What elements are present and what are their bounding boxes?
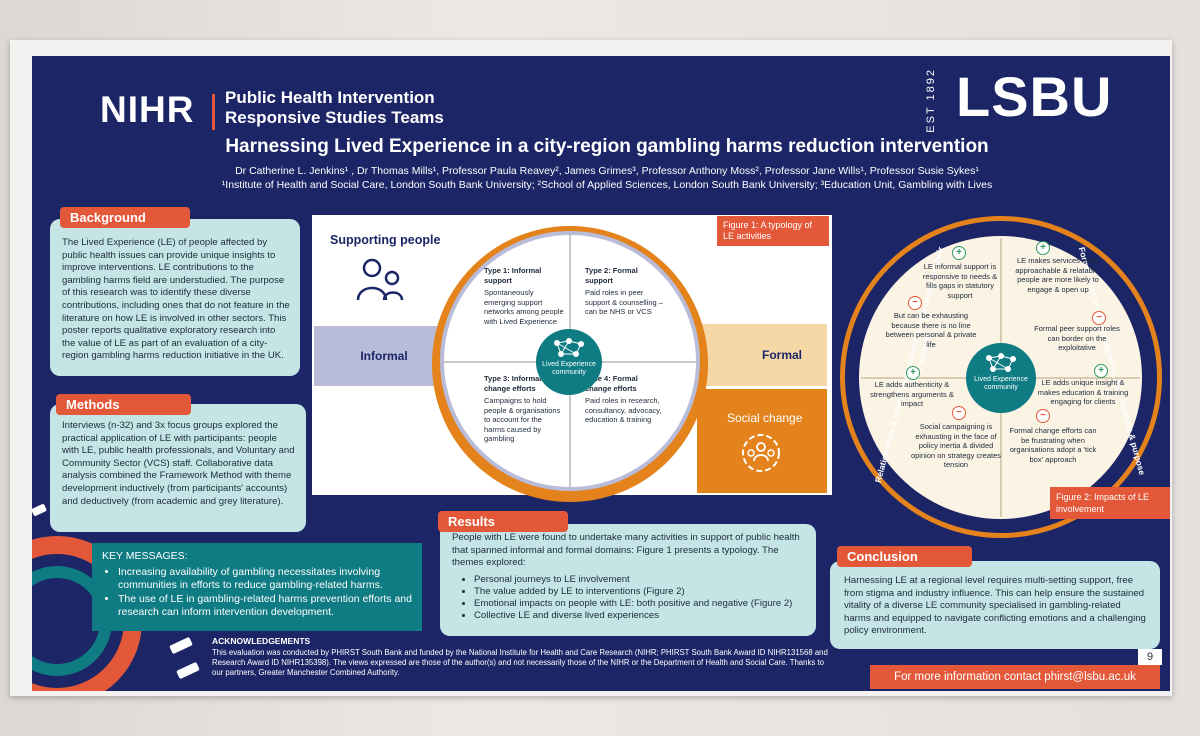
figure1-type3: Type 3: Informal change efforts Campaign… [484,374,564,444]
minus-icon: − [908,296,922,310]
minus-icon: − [1036,409,1050,423]
results-item: The value added by LE to interventions (… [474,586,806,598]
type3-body: Campaigns to hold people & organisations… [484,396,561,443]
results-list: Personal journeys to LE involvement The … [452,574,806,623]
minus-icon: − [952,406,966,420]
poster: NIHR Public Health Intervention Responsi… [32,56,1170,691]
figure2-hub: Lived Experience community [966,343,1036,413]
background-body: The Lived Experience (LE) of people affe… [62,237,290,362]
figure2-tl-plus: LE informal support is responsive to nee… [922,262,998,300]
key-messages: KEY MESSAGES: Increasing availability of… [92,543,422,631]
figure1-social-change: Social change [727,411,803,425]
group-icon [742,434,780,472]
results-item: Emotional impacts on people with LE: bot… [474,598,806,610]
figure1-informal: Informal [314,326,454,386]
figure2-bl-minus: Social campaigning is exhausting in the … [910,422,1002,469]
type4-title: Type 4: Formal change efforts [585,374,638,393]
figure2-hub-label: Lived Experience community [974,376,1028,391]
key-messages-heading: KEY MESSAGES: [102,550,188,562]
nihr-subtitle: Public Health Intervention Responsive St… [225,88,444,128]
conclusion-heading: Conclusion [837,546,972,567]
decorative-stripe [32,503,48,517]
decorative-stripe [176,661,200,680]
figure1-formal: Formal [697,324,827,386]
figure2-caption: Figure 2: Impacts of LE involvement [1050,487,1170,519]
nihr-subtitle-line1: Public Health Intervention [225,88,435,107]
methods-heading: Methods [56,394,191,415]
methods-body: Interviews (n-32) and 3x focus groups ex… [62,420,295,507]
results-intro: People with LE were found to undertake m… [452,532,800,569]
results-item: Collective LE and diverse lived experien… [474,610,806,622]
methods-card: Interviews (n-32) and 3x focus groups ex… [50,404,306,532]
figure1-type1: Type 1: Informal support Spontaneously e… [484,266,564,326]
type4-body: Paid roles in research, consultancy, adv… [585,396,662,424]
plus-icon: + [1094,364,1108,378]
affiliations-line: ¹Institute of Health and Social Care, Lo… [221,179,993,191]
authors-line: Dr Catherine L. Jenkins¹ , Dr Thomas Mil… [235,165,979,177]
page-number: 9 [1138,649,1162,665]
lsbu-logo: LSBU [956,65,1113,128]
figure1-hub: Lived Experience community [536,329,602,395]
plus-icon: + [1036,241,1050,255]
background-heading: Background [60,207,190,228]
figure2-tl-minus: But can be exhausting because there is n… [885,311,977,349]
figure2-bl-plus: LE adds authenticity & strengthens argum… [870,380,954,408]
network-icon [554,338,584,357]
poster-title: Harnessing Lived Experience in a city-re… [225,136,989,157]
figure1-social-change-panel: Social change [697,389,827,493]
figure1-caption: Figure 1: A typology of LE activities [717,216,829,246]
acknowledgements-heading: ACKNOWLEDGEMENTS [212,636,311,646]
figure2-br-minus: Formal change efforts can be frustrating… [1009,426,1097,464]
nihr-subtitle-line2: Responsive Studies Teams [225,108,444,127]
figure1-type2: Type 2: Formal support Paid roles in pee… [585,266,665,317]
figure1-hub-label: Lived Experience community [542,361,596,376]
lsbu-est: EST 1892 [925,68,937,133]
results-item: Personal journeys to LE involvement [474,574,806,586]
type1-title: Type 1: Informal support [484,266,542,285]
type3-title: Type 3: Informal change efforts [484,374,542,393]
authors: Dr Catherine L. Jenkins¹ , Dr Thomas Mil… [182,164,1032,192]
figure2-tr-minus: Formal peer support roles can border on … [1034,324,1120,352]
conclusion-body: Harnessing LE at a regional level requir… [844,575,1146,637]
decorative-stripe [169,636,193,655]
minus-icon: − [1092,311,1106,325]
type2-body: Paid roles in peer support & counselling… [585,288,663,316]
plus-icon: + [906,366,920,380]
results-card: People with LE were found to undertake m… [440,524,816,636]
figure1-type4: Type 4: Formal change efforts Paid roles… [585,374,665,425]
acknowledgements: ACKNOWLEDGEMENTS This evaluation was con… [212,636,832,678]
people-icon [356,258,404,301]
nihr-logo: NIHR [100,89,195,130]
key-message-item: The use of LE in gambling-related harms … [118,593,412,620]
figure1-supporting-people: Supporting people [330,233,441,247]
type2-title: Type 2: Formal support [585,266,638,285]
figure2-tr-plus: LE makes services more approachable & re… [1015,256,1101,294]
conclusion-card: Harnessing LE at a regional level requir… [830,561,1160,649]
contact-banner: For more information contact phirst@lsbu… [870,665,1160,689]
plus-icon: + [952,246,966,260]
network-icon [986,353,1016,372]
results-heading: Results [438,511,568,532]
key-messages-list: Increasing availability of gambling nece… [102,566,412,620]
background-card: The Lived Experience (LE) of people affe… [50,219,300,376]
acknowledgements-body: This evaluation was conducted by PHIRST … [212,648,828,677]
key-message-item: Increasing availability of gambling nece… [118,566,412,593]
nihr-divider [212,94,215,130]
type1-body: Spontaneously emerging support networks … [484,288,564,326]
figure2-br-plus: LE adds unique insight & makes education… [1037,378,1129,406]
